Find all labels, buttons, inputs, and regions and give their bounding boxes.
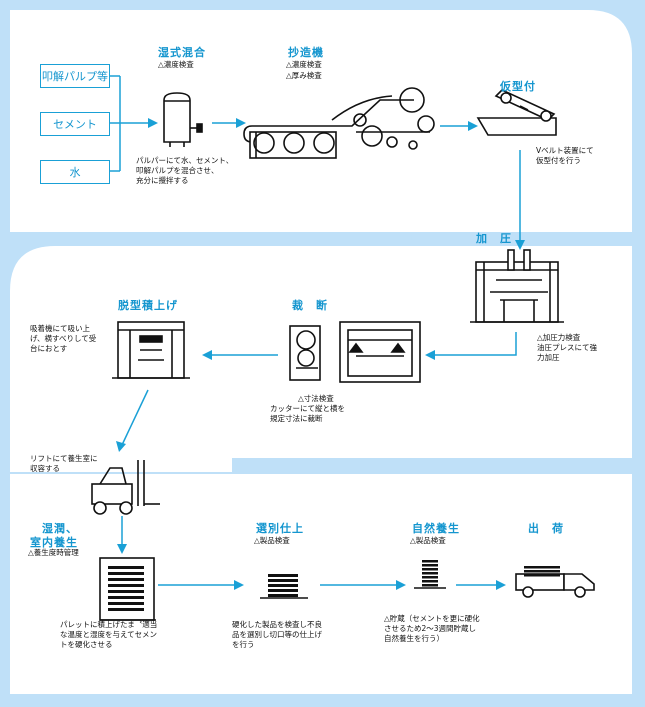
natural-curing-note-3: 自然養生を行う） xyxy=(384,634,444,643)
natural-curing-note-1: △貯蔵（セメントを更に硬化 xyxy=(384,614,480,623)
demolding-note-1: 吸着機にて吸い上 xyxy=(30,324,90,333)
curing-title-1: 湿潤、 xyxy=(42,522,78,535)
curing-title-2: 室内養生 xyxy=(30,536,78,549)
curing-note-3: トを硬化させる xyxy=(60,640,113,649)
papermaking-title: 抄造機 xyxy=(288,46,324,59)
mixing-note-1: パルパーにて水、セメント、 xyxy=(136,156,234,165)
papermaking-check-1: △濃度検査 xyxy=(286,60,322,69)
demolding-note-3: 台におとす xyxy=(30,344,68,353)
pressing-note-2: 油圧プレスにて強 xyxy=(537,343,597,352)
cutting-note-3: 規定寸法に裁断 xyxy=(270,414,323,423)
mixing-note-3: 充分に攪拌する xyxy=(136,176,189,185)
hydraulic-press-icon xyxy=(470,249,564,323)
mixing-title: 湿式混合 xyxy=(158,46,206,59)
demolding-note-2: げ、横すべりして受 xyxy=(30,334,97,343)
suction-stacker-icon xyxy=(112,321,190,379)
pressing-note-3: 力加圧 xyxy=(537,353,560,362)
input-pulp: 叩解パルプ等 xyxy=(40,64,110,88)
cutter-machine-icon xyxy=(289,321,421,383)
preforming-note-2: 仮型付を行う xyxy=(536,156,581,165)
cutting-note-1: △寸法検査 xyxy=(298,394,334,403)
sorting-note-3: を行う xyxy=(232,640,255,649)
forklift-icon xyxy=(91,460,160,515)
curing-note-2: な温度と湿度を与えてセメン xyxy=(60,630,157,639)
input-water: 水 xyxy=(40,160,110,184)
preforming-note-1: Vベルト装置にて xyxy=(536,146,594,155)
papermaking-check-2: △厚み検査 xyxy=(286,71,322,80)
cutting-title: 裁 断 xyxy=(292,299,328,312)
lift-note-2: 収容する xyxy=(30,464,60,473)
curing-check: △養生度時管理 xyxy=(28,548,79,557)
pressing-title: 加 圧 xyxy=(476,232,512,245)
v-belt-press-icon xyxy=(476,89,557,136)
cutting-note-2: カッターにて縦と横を xyxy=(270,404,345,413)
sorting-note-1: 硬化した製品を検査し不良 xyxy=(232,620,322,629)
shipping-title: 出 荷 xyxy=(528,522,564,535)
sorting-title: 選別仕上 xyxy=(256,522,304,535)
natural-curing-note-2: させるため2～3週間貯蔵し xyxy=(384,624,477,633)
sorting-note-2: 品を選別し切口等の仕上げ xyxy=(232,630,322,639)
input-cement: セメント xyxy=(40,112,110,136)
paper-machine-icon xyxy=(243,87,435,159)
natural-curing-check: △製品検査 xyxy=(410,536,446,545)
demolding-title: 脱型積上げ xyxy=(118,299,178,312)
sorting-check: △製品検査 xyxy=(254,536,290,545)
preforming-title: 仮型付 xyxy=(500,80,536,93)
pressing-note-1: △加圧力検査 xyxy=(537,333,581,342)
curing-note-1: パレットに積上げたま〝適当 xyxy=(60,620,158,629)
panel-bottom xyxy=(10,474,632,694)
natural-curing-title: 自然養生 xyxy=(412,522,460,535)
arrow-demolding-to-lift xyxy=(121,389,149,446)
panel-top xyxy=(10,10,632,232)
pulper-tank-icon xyxy=(163,92,203,147)
arrow-pressing-to-cutting xyxy=(432,332,517,356)
mixing-note-2: 叩解パルプを混合させ、 xyxy=(136,166,219,175)
mixing-check: △濃度検査 xyxy=(158,60,194,69)
lift-note-1: リフトにて養生室に xyxy=(30,454,98,463)
